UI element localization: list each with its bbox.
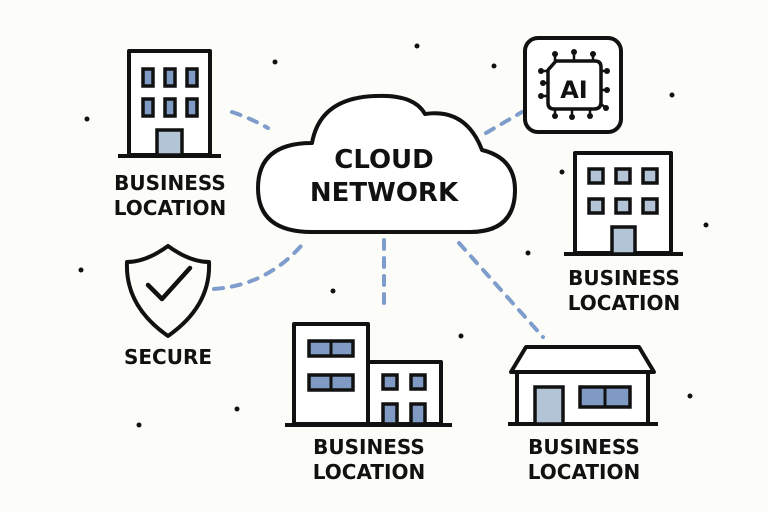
label-line1: BUSINESS xyxy=(114,171,226,195)
business-location-bottom-right[interactable]: BUSINESS LOCATION xyxy=(508,345,658,484)
office-complex-icon xyxy=(285,322,452,427)
connector-ai xyxy=(484,110,524,135)
connector-secure xyxy=(212,238,308,291)
storefront-icon xyxy=(508,345,658,426)
secure-node[interactable]: SECURE xyxy=(124,244,212,369)
connectors xyxy=(212,110,545,339)
label-line2: LOCATION xyxy=(528,460,640,484)
decorative-dots xyxy=(78,43,709,428)
ai-chip-icon: AI xyxy=(523,36,623,134)
office-tower-icon xyxy=(118,49,221,158)
ai-label: AI xyxy=(560,76,588,104)
label-line1: BUSINESS xyxy=(528,435,640,459)
cloud-node[interactable]: CLOUD NETWORK xyxy=(256,93,517,234)
label-line2: LOCATION xyxy=(568,291,680,315)
business-location-top-left[interactable]: BUSINESS LOCATION xyxy=(114,49,226,220)
secure-label: SECURE xyxy=(124,345,212,369)
ai-node[interactable]: AI xyxy=(523,36,623,134)
cloud-title-line1: CLOUD xyxy=(334,145,434,175)
business-location-right[interactable]: BUSINESS LOCATION xyxy=(564,151,683,315)
label-line1: BUSINESS xyxy=(313,435,425,459)
label-line2: LOCATION xyxy=(114,196,226,220)
business-location-bottom-center[interactable]: BUSINESS LOCATION xyxy=(285,322,452,484)
shield-check-icon xyxy=(124,244,212,338)
connector-top-left xyxy=(230,110,270,130)
office-tower-icon xyxy=(564,151,683,256)
label-line2: LOCATION xyxy=(313,460,425,484)
cloud-icon xyxy=(256,93,517,234)
connector-bottom-right xyxy=(457,241,545,339)
label-line1: BUSINESS xyxy=(568,266,680,290)
cloud-title-line2: NETWORK xyxy=(310,178,459,208)
